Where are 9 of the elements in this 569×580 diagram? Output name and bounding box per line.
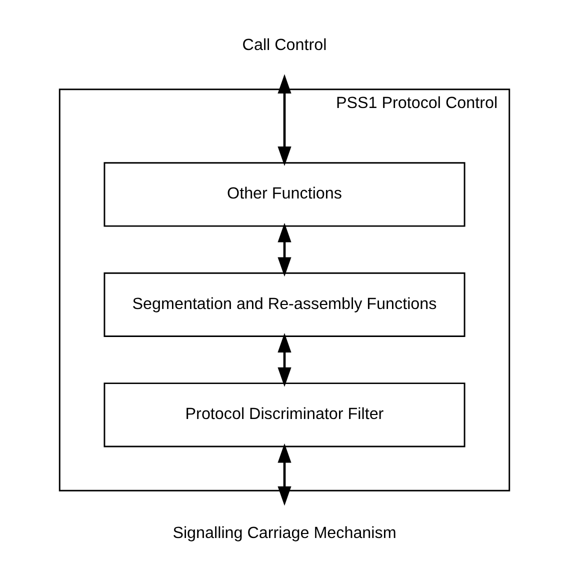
node-box: Other Functions xyxy=(104,162,466,227)
node-text: Call Control xyxy=(242,36,327,54)
node-box: Protocol Discriminator Filter xyxy=(104,382,466,448)
arrow xyxy=(278,222,292,277)
node-box: Segmentation and Re-assembly Functions xyxy=(104,272,466,338)
node-text: Signalling Carriage Mechanism xyxy=(172,524,396,542)
arrow xyxy=(278,74,292,166)
arrow xyxy=(278,443,292,506)
arrow xyxy=(278,333,292,387)
